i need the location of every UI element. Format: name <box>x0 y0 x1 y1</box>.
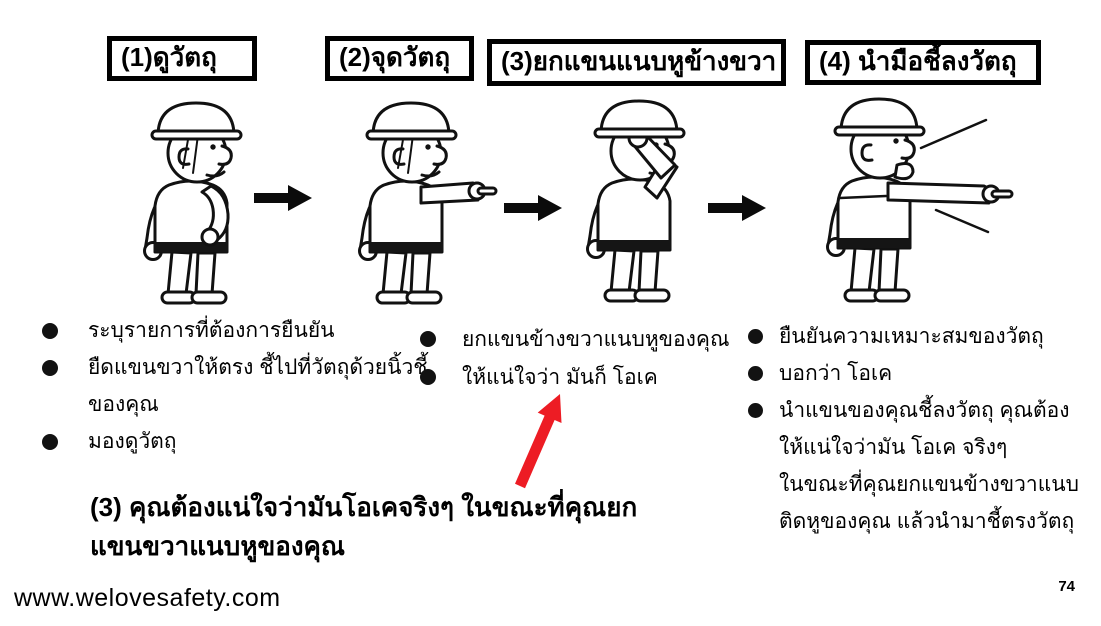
bullet-text: ให้แน่ใจว่ามัน โอเค จริงๆ <box>779 436 1008 459</box>
black-right-arrow-icon <box>254 185 312 211</box>
list-item: มองดูวัตถุ <box>42 423 447 460</box>
worker-pointing-and-calling-icon <box>826 97 1014 303</box>
list-item: ยืนยันความเหมาะสมของวัตถุ <box>748 318 1100 355</box>
worker-looking-at-object-icon <box>143 101 243 305</box>
list-item: นำแขนของคุณชี้ลงวัตถุ คุณต้อง <box>748 392 1100 429</box>
note-line-1: (3) คุณต้องแน่ใจว่ามันโอเคจริงๆ ในขณะที่… <box>90 492 638 522</box>
step-1-label: (1)ดูวัตถุ <box>121 41 217 72</box>
bullet-text: ยืดแขนขวาให้ตรง ชี้ไปที่วัตถุด้วยนิ้วชี้ <box>88 356 428 379</box>
bullet-text: ของคุณ <box>88 393 159 416</box>
bullet-dot <box>42 359 58 376</box>
list-item: ให้แน่ใจว่า มันก็ โอเค <box>420 358 760 396</box>
step-box-4: (4) นำมือชี้ลงวัตถุ <box>805 40 1041 85</box>
note-line-2: แขนขวาแนบหูของคุณ <box>90 531 346 561</box>
bullet-text: นำแขนของคุณชี้ลงวัตถุ คุณต้อง <box>779 399 1070 422</box>
list-item-continuation: ของคุณ <box>42 386 447 423</box>
step-box-3: (3)ยกแขนแนบหูข้างขวา <box>487 39 786 86</box>
bullet-dot <box>748 403 763 418</box>
bullet-dot <box>748 329 763 344</box>
bullet-dot <box>420 331 436 347</box>
list-item: ยืดแขนขวาให้ตรง ชี้ไปที่วัตถุด้วยนิ้วชี้ <box>42 349 447 386</box>
bullet-text: ระบุรายการที่ต้องการยืนยัน <box>88 319 335 342</box>
website-url: www.welovesafety.com <box>14 584 281 612</box>
bullet-text: ในขณะที่คุณยกแขนข้างขวาแนบ <box>779 473 1079 496</box>
list-item: ยกแขนข้างขวาแนบหูของคุณ <box>420 320 760 358</box>
step-3-label: (3)ยกแขนแนบหูข้างขวา <box>501 45 777 76</box>
page-number: 74 <box>1058 578 1075 595</box>
bullet-dot <box>42 433 58 450</box>
bullet-dot <box>42 322 58 339</box>
step-box-1: (1)ดูวัตถุ <box>107 36 257 81</box>
bullet-text: ยกแขนข้างขวาแนบหูของคุณ <box>462 327 730 351</box>
step-box-2: (2)จุดวัตถุ <box>325 36 474 81</box>
bullet-text: ยืนยันความเหมาะสมของวัตถุ <box>779 325 1044 348</box>
worker-pointing-at-object-icon <box>358 101 498 305</box>
bullet-dot <box>748 366 763 381</box>
list-item-continuation: ให้แน่ใจว่ามัน โอเค จริงๆ <box>748 429 1100 466</box>
red-up-right-arrow-icon <box>515 394 562 489</box>
bullet-column-1: ระบุรายการที่ต้องการยืนยัน ยืดแขนขวาให้ต… <box>42 312 447 460</box>
step-2-label: (2)จุดวัตถุ <box>339 41 451 72</box>
black-right-arrow-icon <box>504 195 562 221</box>
bullet-text: ติดหูของคุณ แล้วนำมาชี้ตรงวัตถุ <box>779 510 1075 533</box>
step-3-note: (3) คุณต้องแน่ใจว่ามันโอเคจริงๆ ในขณะที่… <box>90 488 638 566</box>
step-4-label: (4) นำมือชี้ลงวัตถุ <box>819 45 1017 76</box>
list-item-continuation: ติดหูของคุณ แล้วนำมาชี้ตรงวัตถุ <box>748 503 1100 540</box>
bullet-text: บอกว่า โอเค <box>779 362 893 385</box>
list-item: บอกว่า โอเค <box>748 355 1100 392</box>
list-item-continuation: ในขณะที่คุณยกแขนข้างขวาแนบ <box>748 466 1100 503</box>
bullet-column-2: ยกแขนข้างขวาแนบหูของคุณ ให้แน่ใจว่า มันก… <box>420 320 760 396</box>
bullet-dot <box>420 369 436 385</box>
black-right-arrow-icon <box>708 195 766 221</box>
bullet-text: ให้แน่ใจว่า มันก็ โอเค <box>462 365 658 389</box>
bullet-column-3: ยืนยันความเหมาะสมของวัตถุ บอกว่า โอเค นำ… <box>748 318 1100 540</box>
bullet-text: มองดูวัตถุ <box>88 430 177 453</box>
worker-arm-raised-to-ear-icon <box>586 99 686 303</box>
list-item: ระบุรายการที่ต้องการยืนยัน <box>42 312 447 349</box>
